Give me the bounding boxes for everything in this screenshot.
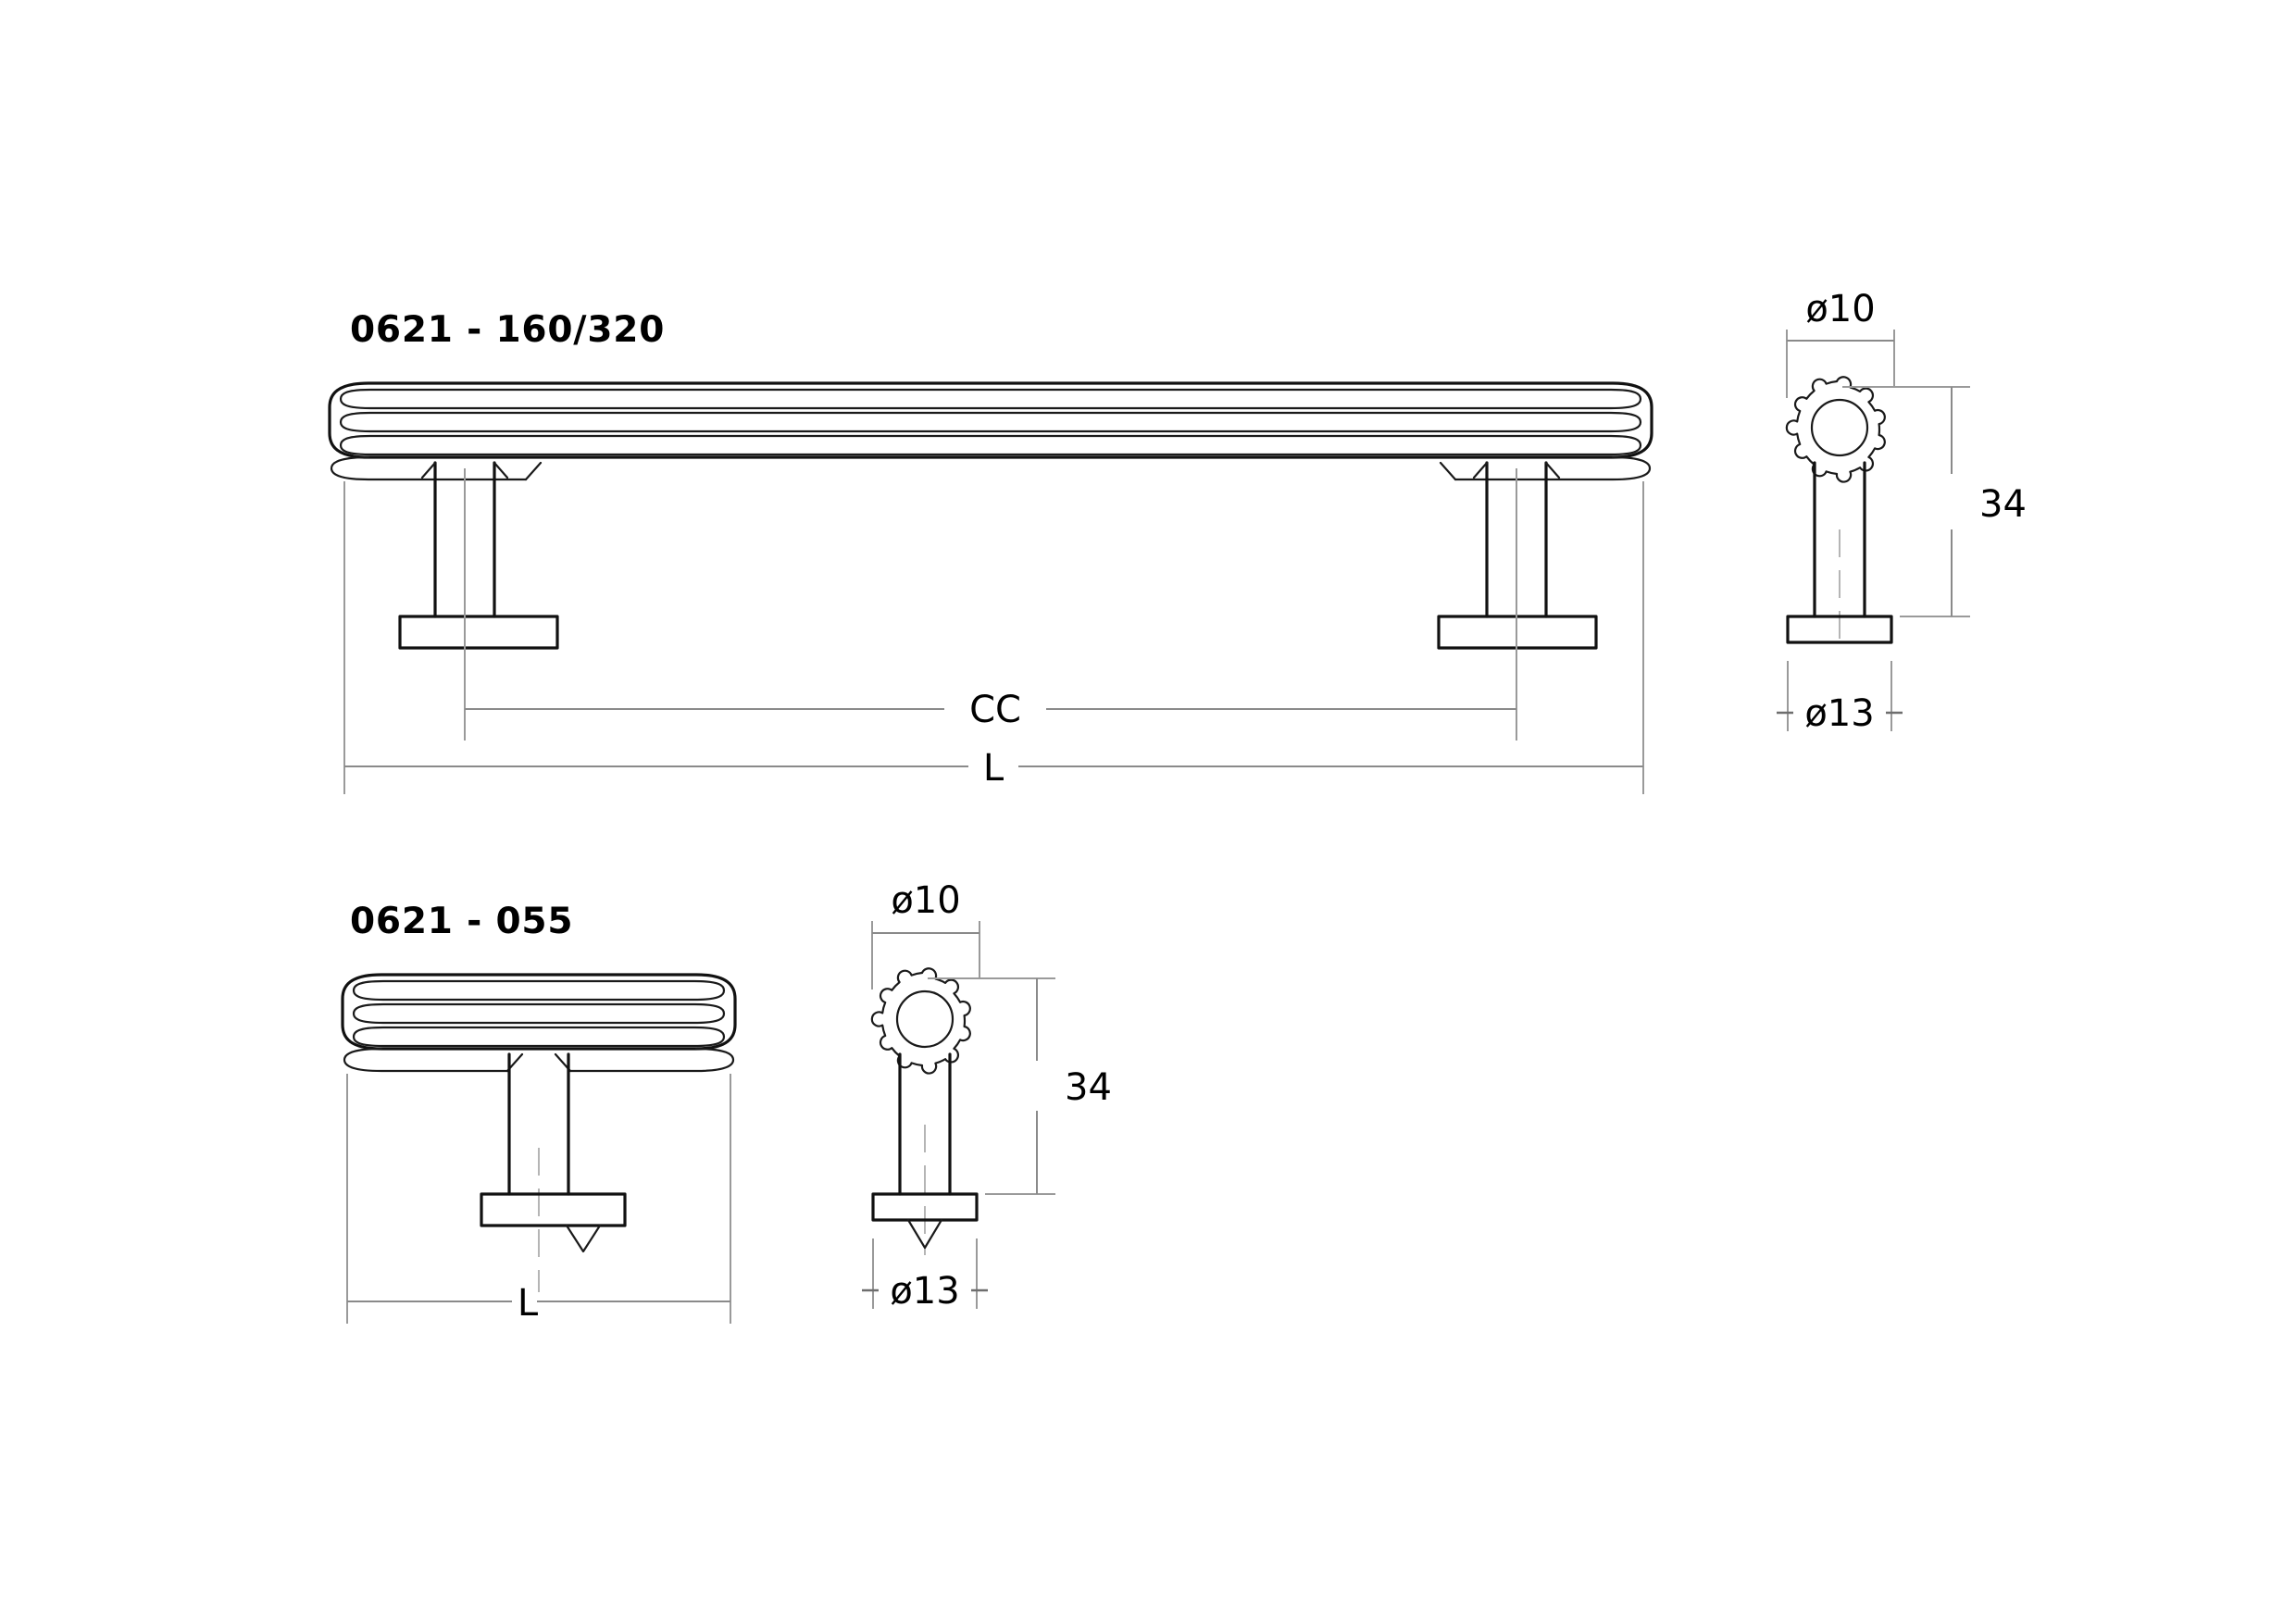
bar-lower-lip-left-b	[343, 1047, 509, 1073]
dia10-label-a: ø10	[1805, 288, 1875, 330]
knurled-bar-section-b	[870, 967, 971, 1075]
cog-inner-circle-b	[895, 989, 955, 1049]
flute-line-3	[339, 434, 1642, 456]
cog-inner-circle	[1810, 398, 1869, 457]
drawing-0621-055: L ø10	[341, 879, 1112, 1325]
cog-outer-profile-b	[870, 967, 971, 1075]
bar-outline	[328, 381, 1653, 459]
bar-lower-lip-right-b	[568, 1047, 735, 1073]
dimension-height-34-b: 34	[928, 977, 1112, 1195]
side-base-plate-b	[871, 1192, 979, 1222]
front-elevation-bar	[328, 381, 1653, 481]
right-post-fillet-left	[1472, 461, 1489, 479]
l-dimension-label-b: L	[518, 1282, 539, 1325]
post-assembly-b	[480, 1052, 627, 1292]
l-dimension-label: L	[983, 747, 1004, 790]
right-post-fillet-right	[1544, 461, 1561, 479]
bar-lower-lip-left	[330, 455, 528, 481]
left-post-assembly	[398, 461, 559, 703]
dimension-dia10-b: ø10	[871, 879, 980, 989]
dimension-dia13-a: ø13	[1777, 661, 1903, 735]
dimension-height-34-a: 34	[1842, 386, 2027, 617]
flute-line-b2	[352, 1002, 726, 1025]
left-post-fillet-left	[420, 461, 437, 479]
screw-point-marker-b	[565, 1224, 602, 1253]
dimension-dia10-a: ø10	[1786, 288, 1895, 398]
base-plate-b	[480, 1192, 627, 1227]
drawing-title-0621-055: 0621 - 055	[350, 901, 573, 942]
dimension-cc: CC	[464, 468, 1517, 741]
dimension-l-b: L	[346, 1074, 731, 1325]
flute-line-b3	[352, 1026, 726, 1048]
cog-teeth	[1785, 376, 1886, 483]
h34-label-b: 34	[1065, 1066, 1112, 1109]
dia13-label-b: ø13	[890, 1270, 959, 1313]
dimension-dia13-b: ø13	[862, 1238, 988, 1313]
h34-label-a: 34	[1979, 483, 2027, 526]
flute-line-b1	[352, 979, 726, 1002]
drawing-title-0621-160-320: 0621 - 160/320	[350, 309, 665, 351]
left-post-fillet-right	[493, 461, 509, 479]
cog-outer-profile	[1785, 376, 1886, 483]
dia10-label-b: ø10	[891, 879, 960, 922]
screw-point-marker-side-b	[906, 1218, 943, 1250]
dimension-l: L	[343, 481, 1644, 794]
side-section-view-b: ø10 34 ø13	[862, 879, 1112, 1313]
side-base-plate-a	[1786, 615, 1893, 644]
bar-fillet-right-a	[1439, 461, 1457, 481]
drawing-0621-160-320: CC L	[328, 288, 2027, 794]
dia13-label-a: ø13	[1804, 692, 1874, 735]
knurled-bar-section	[1785, 376, 1886, 483]
flute-line-1	[339, 388, 1642, 410]
side-section-view-a: ø10 34 ø13	[1777, 288, 2027, 735]
front-elevation-bar-b	[341, 973, 737, 1073]
bar-outline-b	[341, 973, 737, 1051]
bar-lower-lip-right	[1454, 455, 1652, 481]
cc-dimension-label: CC	[969, 689, 1021, 731]
flute-line-2	[339, 411, 1642, 433]
left-base-plate	[398, 615, 559, 650]
bar-fillet-left-a	[524, 461, 543, 481]
